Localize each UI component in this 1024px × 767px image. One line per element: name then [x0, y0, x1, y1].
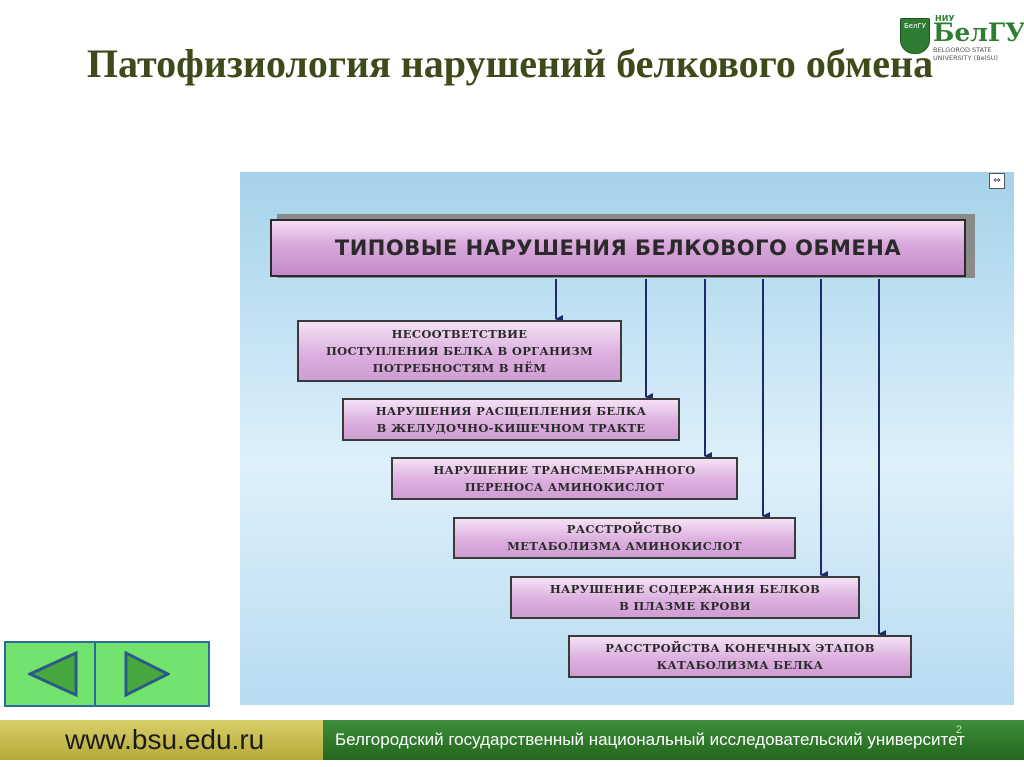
- previous-slide-button[interactable]: [10, 643, 96, 705]
- diagram-item-1: НЕСООТВЕТСТВИЕ ПОСТУПЛЕНИЯ БЕЛКА В ОРГАН…: [297, 320, 622, 382]
- diagram-item-2: НАРУШЕНИЯ РАСЩЕПЛЕНИЯ БЕЛКА В ЖЕЛУДОЧНО-…: [342, 398, 680, 441]
- logo-name: БелГУ: [933, 18, 1024, 47]
- diagram-header: ТИПОВЫЕ НАРУШЕНИЯ БЕЛКОВОГО ОБМЕНА: [270, 219, 966, 277]
- university-logo: БелГУ НИУ БелГУ BELGOROD STATE UNIVERSIT…: [897, 14, 1024, 66]
- footer-url[interactable]: www.bsu.edu.ru: [0, 720, 323, 760]
- footer-university-name: Белгородский государственный национальны…: [323, 720, 1024, 760]
- slide-title: Патофизиология нарушений белкового обмен…: [86, 41, 934, 86]
- right-triangle-icon: [124, 651, 170, 697]
- expand-icon[interactable]: ⇔: [989, 173, 1005, 189]
- slide-navigation: [4, 641, 210, 707]
- shield-icon: БелГУ: [900, 18, 930, 54]
- logo-subtitle: BELGOROD STATE UNIVERSITY (BelSU): [933, 46, 998, 62]
- next-slide-button[interactable]: [96, 643, 182, 705]
- left-triangle-icon: [28, 651, 78, 697]
- page-number: 2: [955, 724, 962, 736]
- diagram-item-3: НАРУШЕНИЕ ТРАНСМЕМБРАННОГО ПЕРЕНОСА АМИН…: [391, 457, 738, 500]
- logo-niu: НИУ: [935, 14, 955, 23]
- diagram-item-5: НАРУШЕНИЕ СОДЕРЖАНИЯ БЕЛКОВ В ПЛАЗМЕ КРО…: [510, 576, 860, 619]
- diagram-item-6: РАССТРОЙСТВА КОНЕЧНЫХ ЭТАПОВ КАТАБОЛИЗМА…: [568, 635, 912, 678]
- diagram-item-4: РАССТРОЙСТВО МЕТАБОЛИЗМА АМИНОКИСЛОТ: [453, 517, 796, 559]
- footer-bar: www.bsu.edu.ru Белгородский государствен…: [0, 720, 1024, 760]
